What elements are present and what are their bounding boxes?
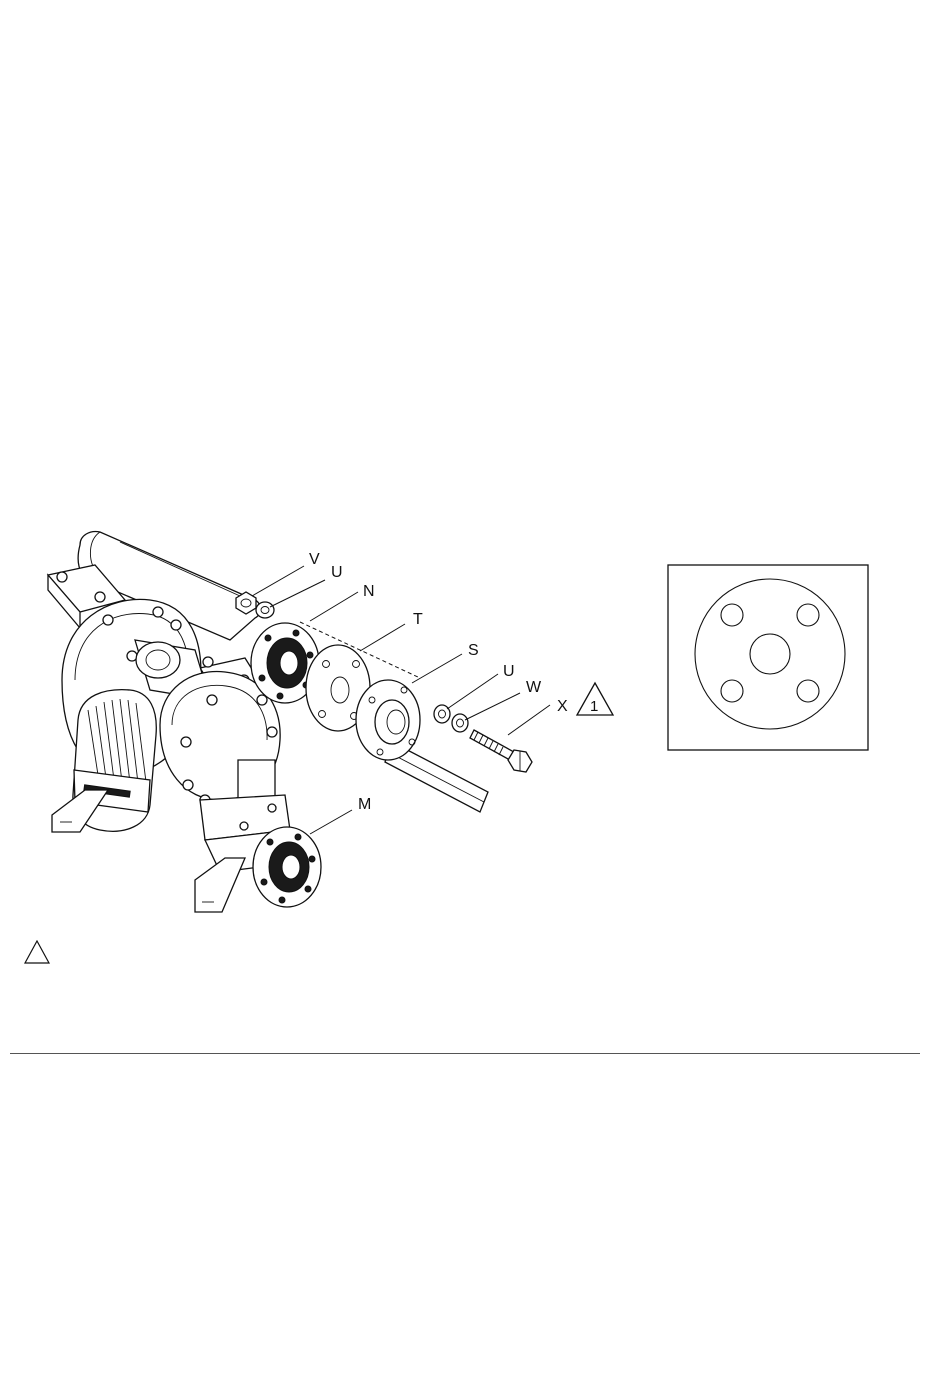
callout-N: N bbox=[363, 583, 375, 600]
page-divider bbox=[10, 1053, 920, 1054]
note-flag-number: 1 bbox=[590, 698, 598, 715]
callout-V: V bbox=[309, 551, 320, 568]
washer-W bbox=[452, 714, 468, 732]
triangle-icon bbox=[24, 940, 50, 964]
bolt-X bbox=[470, 730, 532, 772]
note-flag: 1 bbox=[577, 683, 613, 715]
callout-U-top: U bbox=[331, 564, 343, 581]
callout-M: M bbox=[358, 796, 371, 813]
callout-S: S bbox=[468, 642, 479, 659]
callout-X: X bbox=[557, 698, 568, 715]
flange-S bbox=[356, 680, 488, 812]
callout-U-lower: U bbox=[503, 663, 515, 680]
flange-bolt-pattern-detail bbox=[668, 565, 868, 750]
callout-T: T bbox=[413, 611, 423, 628]
washer-U-lower bbox=[434, 705, 450, 723]
callout-W: W bbox=[526, 679, 542, 696]
washer-U-top bbox=[256, 602, 274, 618]
flange-M bbox=[253, 827, 321, 907]
